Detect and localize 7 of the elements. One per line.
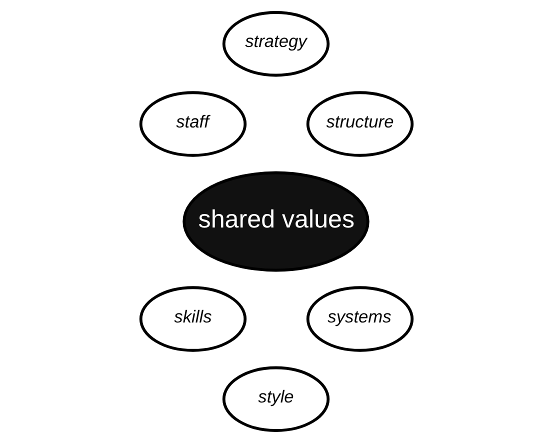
node-ellipse: style: [222, 366, 330, 432]
node-ellipse: structure: [306, 91, 414, 157]
node-ellipse: strategy: [222, 11, 330, 77]
node-ellipse: staff: [138, 91, 246, 157]
node-ellipse: skills: [138, 286, 246, 352]
node-ellipse: systems: [306, 286, 414, 352]
node-ellipse: shared values: [182, 171, 369, 272]
